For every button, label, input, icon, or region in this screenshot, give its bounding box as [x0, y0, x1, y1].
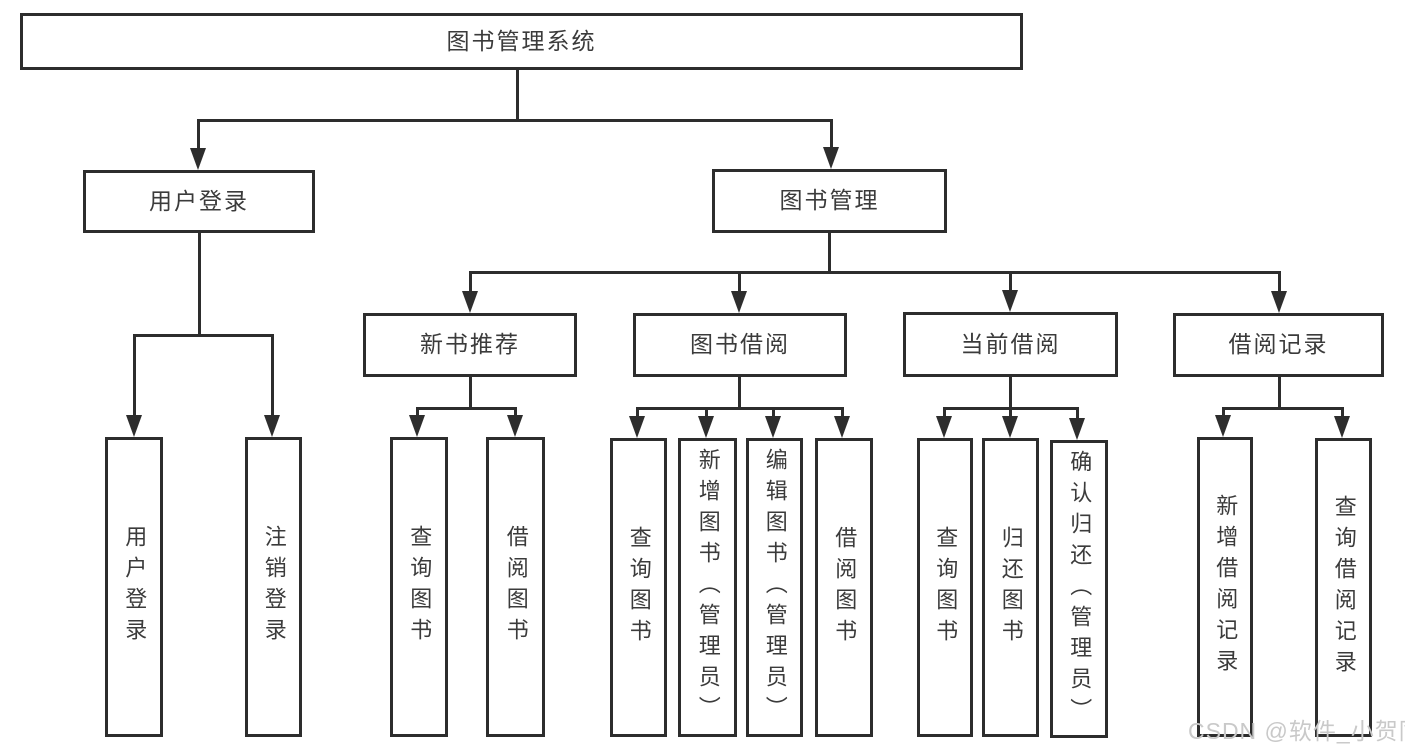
node-label: 归还图书	[998, 525, 1024, 650]
arrow-stem	[942, 408, 946, 418]
node-label: 编辑图书（管理员）	[762, 448, 788, 727]
arrow-stem	[704, 408, 708, 418]
node-label: 查询图书	[407, 525, 433, 649]
node-label: 借阅图书	[503, 525, 529, 649]
arrow-stem	[196, 120, 200, 150]
node-label: 查询借阅记录	[1331, 494, 1357, 681]
arrow-stem	[635, 408, 639, 418]
node-label: 借阅图书	[832, 525, 858, 650]
arrow-down-icon	[1069, 418, 1085, 440]
arrow-down-icon	[462, 291, 478, 313]
connector-line	[1221, 406, 1344, 410]
node-label: 用户登录	[122, 525, 148, 649]
node-leaf-logout: 注销登录	[245, 437, 302, 737]
node-leaf-borrow-book-2: 借阅图书	[815, 438, 873, 737]
node-label: 当前借阅	[960, 330, 1061, 357]
connector-line	[737, 377, 741, 410]
arrow-down-icon	[1215, 415, 1231, 437]
connector-line	[196, 118, 833, 122]
arrow-stem	[1008, 408, 1012, 418]
connector-line	[415, 406, 517, 410]
node-leaf-borrow-book-1: 借阅图书	[486, 437, 545, 737]
node-label: 借阅记录	[1228, 331, 1329, 358]
connector-line	[1008, 377, 1012, 410]
node-current-borrowing: 当前借阅	[903, 312, 1118, 377]
node-leaf-return-book: 归还图书	[982, 438, 1039, 737]
node-leaf-query-book-3: 查询图书	[917, 438, 973, 737]
arrow-down-icon	[834, 416, 850, 438]
node-borrowing-records: 借阅记录	[1173, 313, 1384, 377]
arrow-stem	[132, 335, 136, 417]
arrow-stem	[1075, 408, 1079, 420]
arrow-down-icon	[629, 416, 645, 438]
node-leaf-add-record: 新增借阅记录	[1197, 437, 1253, 737]
arrow-down-icon	[126, 415, 142, 437]
arrow-down-icon	[264, 415, 280, 437]
watermark: CSDN @软件_小贺同学	[1188, 718, 1405, 744]
arrow-down-icon	[1334, 416, 1350, 438]
arrow-stem	[1340, 408, 1344, 418]
node-leaf-query-book-2: 查询图书	[610, 438, 667, 737]
connector-line	[515, 70, 519, 122]
node-leaf-query-record: 查询借阅记录	[1315, 438, 1372, 737]
node-user-login: 用户登录	[83, 170, 315, 233]
arrow-stem	[1221, 408, 1225, 417]
arrow-down-icon	[765, 416, 781, 438]
node-new-book-recommend: 新书推荐	[363, 313, 577, 377]
arrow-down-icon	[936, 416, 952, 438]
arrow-stem	[829, 120, 833, 149]
connector-line	[827, 233, 831, 274]
arrow-stem	[1277, 272, 1281, 293]
arrow-down-icon	[409, 415, 425, 437]
arrow-stem	[270, 335, 274, 417]
node-label: 用户登录	[149, 187, 249, 214]
node-root: 图书管理系统	[20, 13, 1023, 70]
node-label: 查询图书	[933, 525, 959, 650]
node-label: 新增借阅记录	[1213, 494, 1239, 680]
node-label: 注销登录	[261, 525, 287, 649]
node-label: 新增图书（管理员）	[695, 448, 721, 727]
arrow-stem	[468, 272, 472, 293]
arrow-stem	[737, 272, 741, 293]
arrow-down-icon	[190, 148, 206, 170]
arrow-down-icon	[698, 416, 714, 438]
arrow-stem	[840, 408, 844, 418]
node-leaf-query-book-1: 查询图书	[390, 437, 448, 737]
connector-line	[197, 233, 201, 337]
arrow-down-icon	[507, 415, 523, 437]
arrow-stem	[415, 408, 419, 417]
connector-line	[468, 377, 472, 410]
node-label: 图书管理系统	[446, 27, 597, 54]
connector-line	[1277, 377, 1281, 410]
node-label: 图书借阅	[690, 331, 790, 358]
arrow-stem	[771, 408, 775, 418]
node-leaf-user-login: 用户登录	[105, 437, 163, 737]
node-label: 查询图书	[626, 525, 652, 650]
arrow-down-icon	[823, 147, 839, 169]
arrow-down-icon	[1271, 291, 1287, 313]
node-leaf-edit-book: 编辑图书（管理员）	[746, 438, 803, 737]
arrow-down-icon	[1002, 290, 1018, 312]
arrow-stem	[513, 408, 517, 417]
connector-line	[635, 406, 844, 410]
node-leaf-confirm-return: 确认归还（管理员）	[1050, 440, 1108, 738]
arrow-down-icon	[1002, 416, 1018, 438]
connector-line	[132, 333, 274, 337]
node-label: 图书管理	[779, 187, 880, 214]
node-label: 确认归还（管理员）	[1067, 449, 1093, 729]
arrow-down-icon	[731, 291, 747, 313]
connector-line	[468, 270, 1281, 274]
node-book-management: 图书管理	[712, 169, 947, 233]
node-leaf-add-book: 新增图书（管理员）	[678, 438, 737, 737]
node-book-borrowing: 图书借阅	[633, 313, 847, 377]
node-label: 新书推荐	[420, 331, 520, 358]
arrow-stem	[1008, 272, 1012, 292]
